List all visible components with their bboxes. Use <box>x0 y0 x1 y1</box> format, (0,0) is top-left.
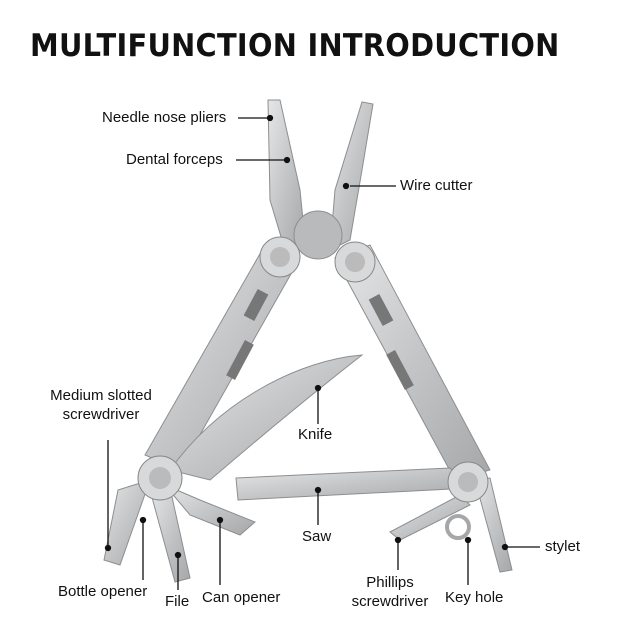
label-medium-slotted-screwdriver: Medium slotted screwdriver <box>40 386 162 424</box>
label-file: File <box>165 593 190 610</box>
label-knife: Knife <box>298 426 333 443</box>
label-phillips-screwdriver: Phillips screwdriver <box>344 573 436 611</box>
label-dental-forceps: Dental forceps <box>126 151 223 168</box>
label-saw: Saw <box>302 528 332 545</box>
page-title: MULTIFUNCTION INTRODUCTION <box>30 28 560 64</box>
key-hole-ring <box>445 514 471 540</box>
knife-blade <box>169 354 364 481</box>
label-line-1: Phillips <box>366 574 414 591</box>
label-stylet: stylet <box>545 538 581 555</box>
label-line-2: screwdriver <box>351 593 429 610</box>
label-wire-cutter: Wire cutter <box>400 177 473 194</box>
callout-lines <box>104 114 540 590</box>
label-bottle-opener: Bottle opener <box>58 583 148 600</box>
label-line-1: Medium slotted <box>50 387 152 404</box>
saw-blade <box>235 467 472 501</box>
can-opener-tool <box>164 484 256 536</box>
label-can-opener: Can opener <box>202 589 281 606</box>
label-needle-nose-pliers: Needle nose pliers <box>102 109 227 126</box>
plier-jaw-right <box>329 101 374 251</box>
label-line-2: screwdriver <box>62 406 140 423</box>
label-key-hole: Key hole <box>445 589 504 606</box>
